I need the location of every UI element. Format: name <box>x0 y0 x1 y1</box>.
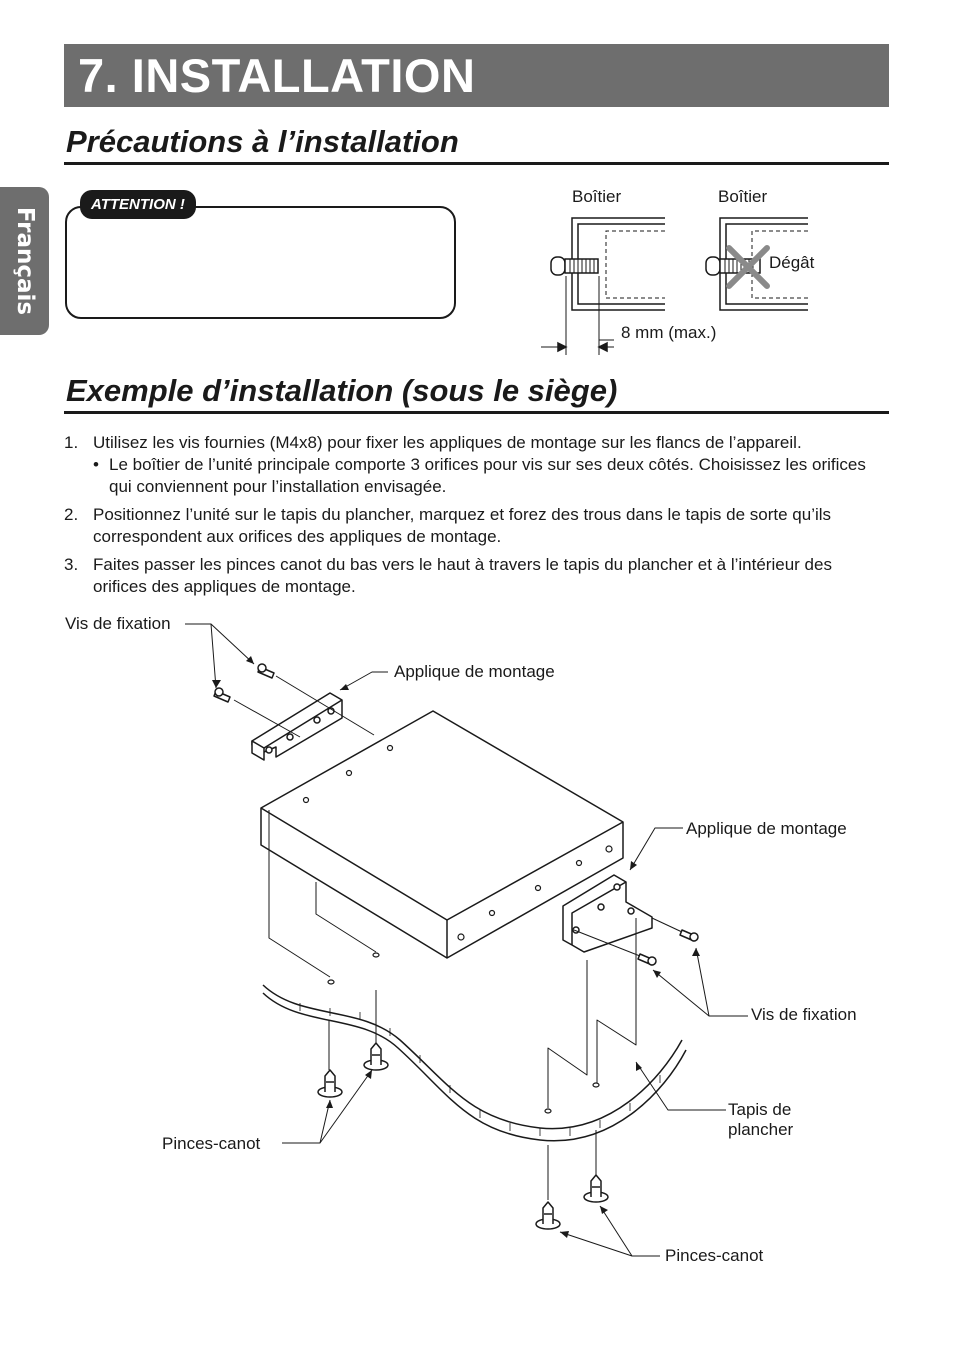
mounting-bracket-left <box>251 692 343 761</box>
section-title-precautions: Précautions à l’installation <box>66 124 459 159</box>
step-text: Positionnez l’unité sur le tapis du plan… <box>93 505 832 546</box>
page-title: 7. INSTALLATION <box>78 49 476 102</box>
dimension-label: 8 mm (max.) <box>621 323 717 342</box>
clip-icon <box>363 1042 389 1071</box>
damage-cross-icon <box>726 245 770 289</box>
clip-icon <box>583 1174 609 1203</box>
installation-steps: 1. Utilisez les vis fournies (M4x8) pour… <box>64 432 890 604</box>
screw-icon <box>637 953 657 966</box>
step-item: 2. Positionnez l’unité sur le tapis du p… <box>64 504 890 548</box>
section-rule <box>64 411 889 414</box>
screw-icon <box>213 687 231 703</box>
page-title-bar: 7. INSTALLATION <box>64 44 889 107</box>
casing-label-left: Boîtier <box>572 187 622 206</box>
label-bracket-right: Applique de montage <box>686 819 847 838</box>
attention-box <box>65 206 456 319</box>
label-screws-left: Vis de fixation <box>65 614 171 633</box>
floor-carpet <box>262 984 687 1142</box>
step-bullet: • Le boîtier de l’unité principale compo… <box>93 455 866 496</box>
label-screws-right: Vis de fixation <box>751 1005 857 1024</box>
language-tab: Français <box>0 187 49 335</box>
step-item: 1. Utilisez les vis fournies (M4x8) pour… <box>64 432 890 498</box>
label-carpet-1: Tapis de <box>728 1100 792 1119</box>
section-rule <box>64 162 889 165</box>
screw-icon <box>257 663 275 679</box>
label-clips-left: Pinces-canot <box>162 1134 261 1153</box>
label-clips-right: Pinces-canot <box>665 1246 764 1265</box>
label-bracket-top: Applique de montage <box>394 662 555 681</box>
section-title-example: Exemple d’installation (sous le siège) <box>66 373 618 408</box>
step-item: 3. Faites passer les pinces canot du bas… <box>64 554 890 598</box>
step-text: Utilisez les vis fournies (M4x8) pour fi… <box>93 433 802 452</box>
damage-label: Dégât <box>769 253 815 272</box>
casing-label-right: Boîtier <box>718 187 768 206</box>
screw-icon <box>679 929 699 942</box>
attention-badge: ATTENTION ! <box>80 190 196 219</box>
clip-icon <box>317 1069 343 1098</box>
clip-icon <box>535 1201 561 1230</box>
mounting-bracket-right <box>562 874 653 953</box>
step-text: Faites passer les pinces canot du bas ve… <box>93 555 832 596</box>
label-carpet-2: plancher <box>728 1120 794 1139</box>
